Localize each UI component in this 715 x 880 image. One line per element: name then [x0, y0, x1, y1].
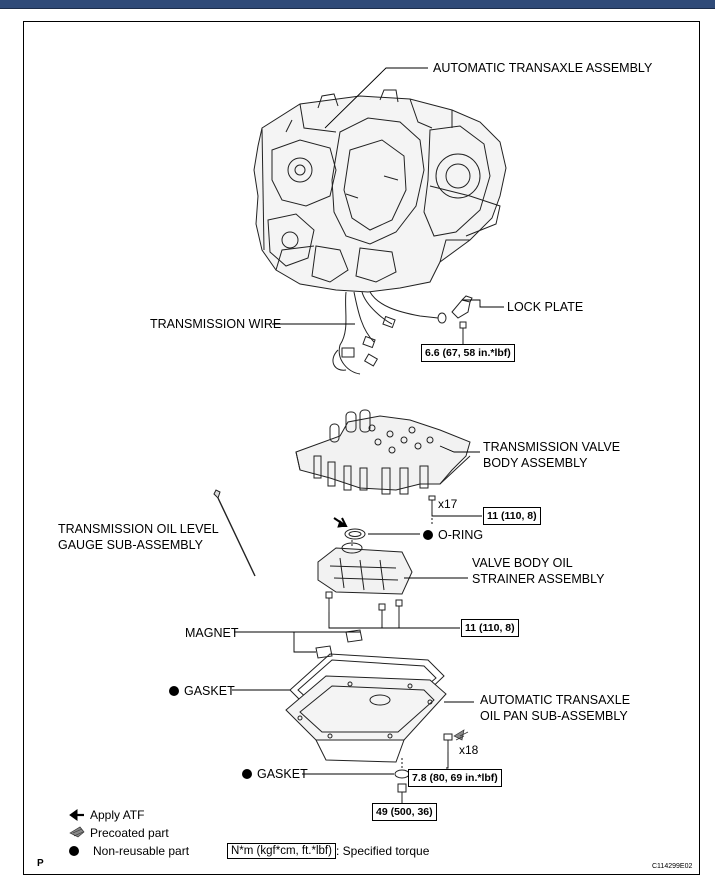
torque-lock-plate: 6.6 (67, 58 in.*lbf) — [421, 344, 515, 362]
valve-body-bolt — [428, 495, 436, 512]
magnet-1-drawing — [315, 645, 333, 659]
label-o-ring: O-RING — [423, 528, 483, 543]
torque-drain-plug: 49 (500, 36) — [372, 803, 437, 821]
qty-valve-body-bolts: x17 — [438, 497, 458, 511]
apply-atf-arrow — [333, 517, 348, 528]
legend-icons — [69, 809, 85, 838]
non-reusable-icon — [69, 846, 79, 856]
label-gasket-upper: GASKET — [169, 684, 235, 699]
strainer-drawing — [317, 542, 413, 595]
legend-non-reusable: Non-reusable part — [69, 844, 189, 858]
oil-pan-bolt — [443, 733, 453, 752]
valve-body-drawing — [295, 409, 471, 495]
o-ring-text: O-RING — [438, 528, 484, 542]
label-strainer-line1: VALVE BODY OIL — [472, 556, 573, 570]
torque-strainer: 11 (110, 8) — [461, 619, 519, 637]
label-transaxle-assembly: AUTOMATIC TRANSAXLE ASSEMBLY — [433, 61, 653, 75]
legend-torque: N*m (kgf*cm, ft.*lbf) : Specified torque — [227, 843, 429, 859]
oil-level-gauge-drawing — [213, 489, 256, 577]
legend-apply-atf-text: Apply ATF — [90, 808, 145, 822]
transmission-wire-drawing — [332, 291, 447, 375]
non-reusable-icon — [242, 769, 252, 779]
non-reusable-icon — [423, 530, 433, 540]
label-gauge-line1: TRANSMISSION OIL LEVEL — [58, 522, 219, 536]
oil-pan-drawing — [285, 675, 447, 763]
label-gauge-line2: GAUGE SUB-ASSEMBLY — [58, 538, 203, 552]
o-ring-drawing — [344, 528, 366, 540]
precoated-arrow — [453, 729, 469, 741]
label-gasket-lower: GASKET — [242, 767, 308, 782]
drain-plug-drawing — [397, 783, 407, 800]
gasket-lower-text: GASKET — [257, 767, 308, 781]
torque-valve-body: 11 (110, 8) — [483, 507, 541, 525]
legend-torque-unit: N*m (kgf*cm, ft.*lbf) — [227, 843, 336, 859]
top-bar — [0, 0, 715, 9]
strainer-bolt-1 — [325, 591, 333, 612]
strainer-bolt-3 — [395, 599, 403, 624]
legend-apply-atf: Apply ATF — [90, 808, 144, 822]
diagram-frame — [23, 21, 700, 875]
label-lock-plate: LOCK PLATE — [507, 300, 584, 314]
transaxle-assembly-drawing — [253, 89, 507, 293]
torque-oil-pan: 7.8 (80, 69 in.*lbf) — [408, 769, 502, 787]
qty-oil-pan-bolts: x18 — [459, 743, 479, 757]
magnet-2-drawing — [345, 629, 363, 643]
gasket-upper-text: GASKET — [184, 684, 235, 698]
figure-id: C114299E02 — [652, 863, 693, 870]
label-valve-body-line2: BODY ASSEMBLY — [483, 456, 588, 470]
legend-precoated-text: Precoated part — [90, 826, 169, 840]
label-oil-pan-line1: AUTOMATIC TRANSAXLE — [480, 693, 631, 707]
corner-letter: P — [37, 858, 44, 869]
label-transmission-wire: TRANSMISSION WIRE — [150, 317, 282, 331]
drain-gasket-drawing — [394, 769, 410, 779]
non-reusable-icon — [169, 686, 179, 696]
legend-precoated: Precoated part — [90, 826, 169, 840]
label-valve-body-line1: TRANSMISSION VALVE — [483, 440, 621, 454]
strainer-bolt-2 — [378, 603, 386, 624]
lock-plate-drawing — [451, 295, 473, 340]
legend-torque-desc: : Specified torque — [335, 844, 430, 858]
label-magnet: MAGNET — [185, 626, 239, 640]
legend-non-reusable-text: Non-reusable part — [93, 844, 190, 858]
label-strainer-line2: STRAINER ASSEMBLY — [472, 572, 605, 586]
label-oil-pan-line2: OIL PAN SUB-ASSEMBLY — [480, 709, 628, 723]
